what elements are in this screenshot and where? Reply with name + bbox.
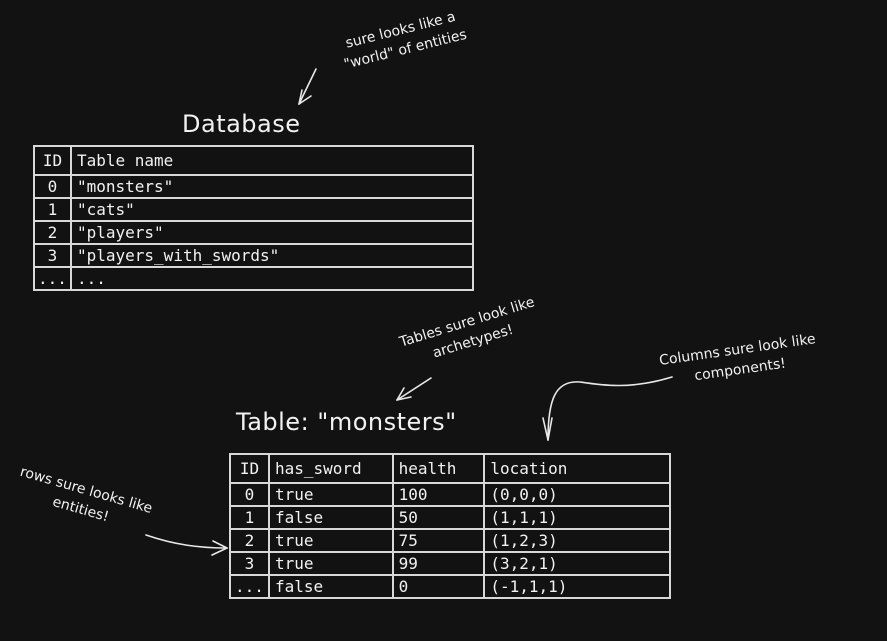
table-cell: (3,2,1) xyxy=(483,551,671,576)
table-cell: 2 xyxy=(33,220,72,245)
table-cell: 100 xyxy=(391,482,486,507)
monsters-title: Table: "monsters" xyxy=(236,408,457,436)
table-cell: 2 xyxy=(229,528,270,553)
table-cell: (0,0,0) xyxy=(483,482,671,507)
table-cell: 99 xyxy=(391,551,486,576)
arrow-components xyxy=(542,376,673,441)
column-header: location xyxy=(483,453,671,484)
table-cell: ... xyxy=(229,574,270,599)
column-header: health xyxy=(391,453,486,484)
table-cell: "players_with_swords" xyxy=(69,243,475,268)
table-row: 1"cats" xyxy=(33,197,475,222)
table-cell: (1,1,1) xyxy=(483,505,671,530)
table-cell: 1 xyxy=(33,197,72,222)
table-cell: (-1,1,1) xyxy=(483,574,671,599)
table-cell: 50 xyxy=(391,505,486,530)
table-cell: ... xyxy=(33,266,72,291)
table-cell: "cats" xyxy=(69,197,475,222)
table-cell: 0 xyxy=(229,482,270,507)
table-cell: "monsters" xyxy=(69,174,475,199)
database-title: Database xyxy=(182,110,301,138)
table-cell: 1 xyxy=(229,505,270,530)
table-cell: "players" xyxy=(69,220,475,245)
table-row: 3"players_with_swords" xyxy=(33,243,475,268)
table-cell: 75 xyxy=(391,528,486,553)
arrow-world xyxy=(298,68,317,105)
table-cell: 3 xyxy=(229,551,270,576)
column-header: ID xyxy=(33,145,72,176)
table-row: ...... xyxy=(33,266,475,291)
table-cell: ... xyxy=(69,266,475,291)
table-cell: false xyxy=(267,574,394,599)
table-cell: false xyxy=(267,505,394,530)
arrow-entities xyxy=(145,534,228,556)
table-row: 0"monsters" xyxy=(33,174,475,199)
table-row: 2"players" xyxy=(33,220,475,245)
column-header: has_sword xyxy=(267,453,394,484)
table-cell: true xyxy=(267,551,394,576)
arrow-archetypes xyxy=(396,377,432,401)
table-cell: 0 xyxy=(391,574,486,599)
table-cell: true xyxy=(267,482,394,507)
column-header: Table name xyxy=(69,145,475,176)
column-header: ID xyxy=(229,453,270,484)
table-cell: 3 xyxy=(33,243,72,268)
table-cell: (1,2,3) xyxy=(483,528,671,553)
table-cell: true xyxy=(267,528,394,553)
table-cell: 0 xyxy=(33,174,72,199)
